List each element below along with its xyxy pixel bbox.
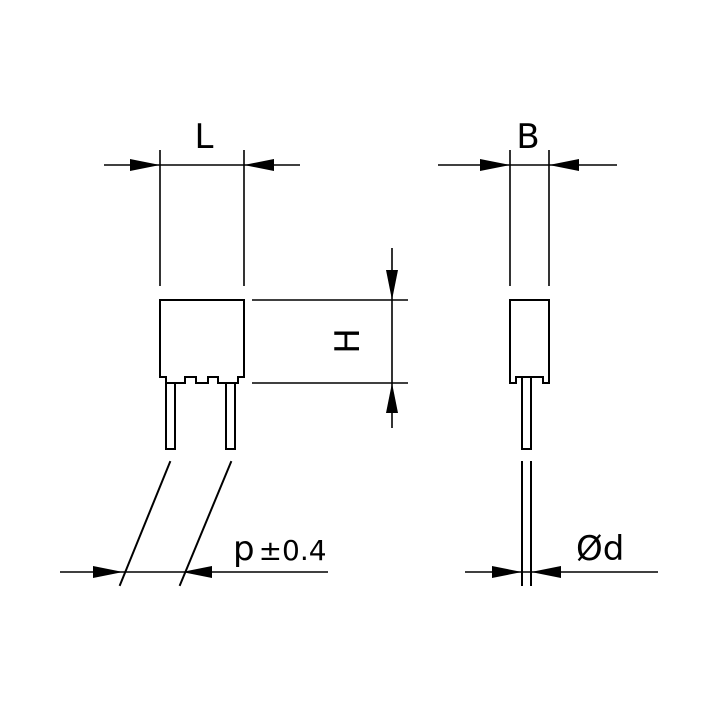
side-view-body bbox=[509, 299, 550, 384]
front-view: L H p±0.4 bbox=[60, 117, 408, 587]
front-view-body bbox=[159, 299, 245, 384]
length-label: L bbox=[195, 117, 214, 157]
pitch-break-line-right bbox=[178, 460, 233, 587]
lead-diameter-label: Ød bbox=[576, 529, 624, 569]
side-view-lead-lower bbox=[521, 461, 532, 586]
width-label: B bbox=[516, 117, 539, 157]
pitch-break-line-left bbox=[118, 460, 172, 587]
pitch-tolerance: ±0.4 bbox=[259, 534, 327, 567]
h-dimension-line bbox=[386, 248, 398, 428]
l-dimension-line bbox=[104, 159, 300, 171]
side-view-lead bbox=[521, 376, 532, 450]
front-view-lead-right bbox=[225, 382, 236, 450]
pitch-symbol: p bbox=[233, 529, 255, 569]
height-label: H bbox=[328, 328, 368, 354]
front-view-lead-left bbox=[165, 382, 176, 450]
b-dimension-line bbox=[438, 159, 617, 171]
side-view: B Ød bbox=[438, 117, 658, 586]
pitch-dimension-line bbox=[60, 566, 328, 578]
lead-diameter-dimension-line bbox=[465, 566, 658, 578]
pitch-label: p±0.4 bbox=[233, 529, 327, 569]
